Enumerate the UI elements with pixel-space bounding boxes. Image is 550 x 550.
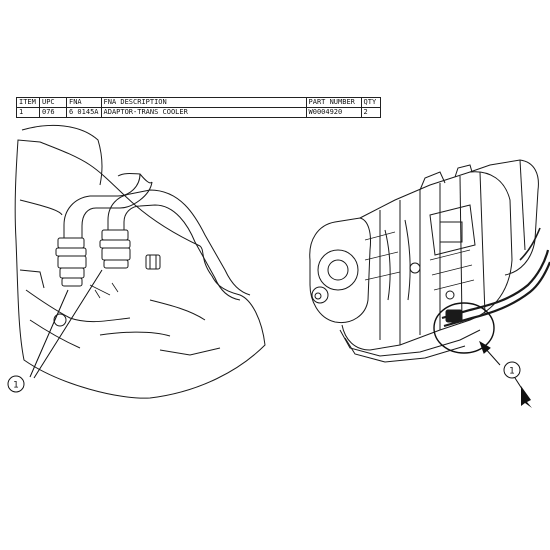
cooler-line-right — [107, 189, 251, 296]
callout-number-left: 1 — [13, 381, 19, 391]
oil-pan — [339, 329, 481, 357]
fitting-left — [57, 237, 85, 249]
direction-arrow-icon — [521, 386, 532, 408]
bellhousing — [309, 217, 371, 324]
cooler-line-left — [63, 173, 141, 238]
parts-table: ITEM UPC FNA FNA DESCRIPTION PART NUMBER… — [16, 97, 381, 118]
cell-qty: 2 — [360, 107, 381, 118]
transmission-view — [309, 159, 550, 363]
callout-bubble-right: 1 — [503, 361, 525, 393]
cell-upc: 076 — [39, 107, 67, 118]
callout-number-right: 1 — [509, 367, 515, 377]
fitting-right — [101, 229, 129, 241]
callout-bubble-left: 1 — [7, 269, 103, 393]
detail-view-left — [14, 124, 266, 399]
bolt — [145, 254, 161, 270]
detail-circle — [433, 302, 495, 354]
detail-boundary — [14, 139, 266, 399]
callout-arrow-right — [479, 340, 501, 366]
table-row: 1 076 6 0145A ADAPTOR-TRANS COOLER W0004… — [16, 107, 381, 118]
table-header-row: ITEM UPC FNA FNA DESCRIPTION PART NUMBER… — [16, 97, 381, 108]
transmission-case — [341, 171, 513, 351]
